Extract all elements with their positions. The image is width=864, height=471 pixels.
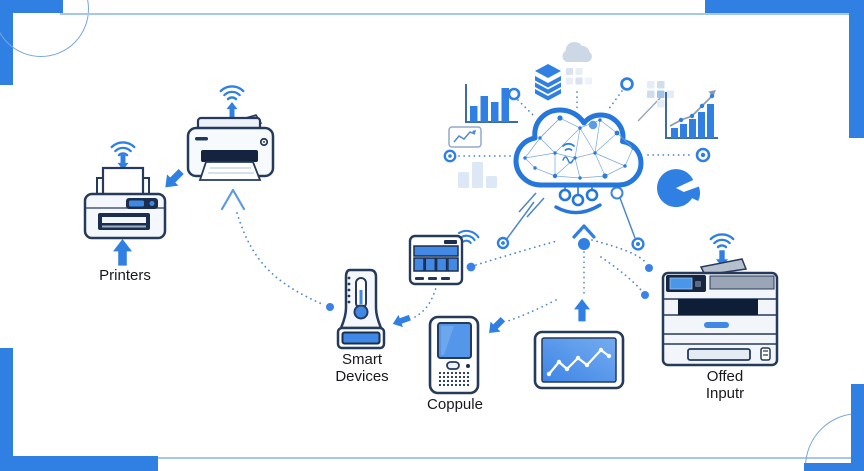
dotted-connectors: [236, 90, 694, 322]
wifi-icon: [709, 233, 735, 249]
node-dot-icon: [326, 303, 334, 311]
chevron-up-icon: [572, 224, 596, 239]
pie-chart-icon: [657, 169, 701, 208]
node-donut-icon: [631, 237, 645, 251]
grid-squares-icon: [566, 68, 592, 85]
mesh-nodes: [523, 115, 635, 180]
node-ring-icon: [620, 77, 634, 91]
smart-devices-label-line1: Smart: [341, 351, 382, 368]
printed-page: [198, 161, 262, 181]
stick-lines: [505, 94, 664, 241]
cloud-upload-icon: [562, 41, 592, 62]
corner-bar-bottom-right-v: [851, 384, 864, 471]
printer-icon: [83, 166, 167, 240]
faint-bar-chart-icon: [458, 162, 497, 188]
smart-devices-label: Smart Devices: [325, 351, 399, 386]
wifi-icon: [562, 142, 575, 164]
multifunction-printer-icon: [661, 258, 779, 367]
left-arrow-icon: [390, 311, 413, 330]
cloud-ports: [554, 185, 602, 215]
offed-inputr-label-line2: Inputr: [705, 384, 745, 402]
corner-bar-bottom-left-h: [0, 456, 158, 471]
down-left-arrow-icon: [484, 314, 508, 338]
tablet-chart-icon: [533, 330, 625, 390]
node-donut-icon: [443, 149, 457, 163]
wifi-icon: [110, 141, 136, 157]
paper-tray: [687, 348, 751, 361]
node-dot-icon: [641, 291, 649, 299]
paper-sheet: [101, 166, 145, 198]
node-dot-icon: [645, 264, 653, 272]
line-chart-icon: [448, 126, 482, 148]
coppule-label: Coppule: [427, 396, 483, 413]
bar-chart-icon: [465, 84, 518, 123]
grid-squares-icon: [647, 81, 674, 108]
growth-chart-icon: [665, 90, 718, 139]
cloud-network-icon: [513, 107, 644, 215]
control-panel-icon: [408, 234, 464, 286]
printer-output-slot: [201, 150, 258, 162]
up-arrow-icon: [574, 299, 590, 322]
corner-bar-top-right-h: [705, 0, 864, 13]
phone-keypad: [438, 371, 470, 387]
node-donut-icon: [695, 147, 711, 163]
corner-bar-top-right-v: [849, 0, 864, 138]
node-donut-icon: [496, 236, 510, 250]
node-dot-icon: [466, 262, 476, 272]
network-nodes: [326, 77, 711, 311]
printers-label: Printers: [99, 267, 151, 284]
printer-output-slot: [678, 299, 758, 315]
inkjet-printer-icon: [186, 114, 275, 181]
corner-bar-bottom-right-h: [804, 463, 864, 471]
offed-inputr-label: Offed Inputr: [685, 368, 765, 403]
chevron-up-icon: [220, 188, 246, 211]
divider-line-top: [60, 13, 852, 15]
divider-line-bottom: [158, 457, 851, 459]
thermostat-icon: [336, 268, 386, 350]
feature-phone-icon: [428, 315, 480, 395]
offed-inputr-label-line1: Offed: [706, 368, 744, 385]
layers-icon: [535, 64, 561, 101]
node-dot-icon: [578, 238, 590, 250]
corner-bar-bottom-left-v: [0, 348, 13, 471]
smart-devices-label-line2: Devices: [335, 367, 389, 385]
wifi-icon: [219, 85, 245, 101]
